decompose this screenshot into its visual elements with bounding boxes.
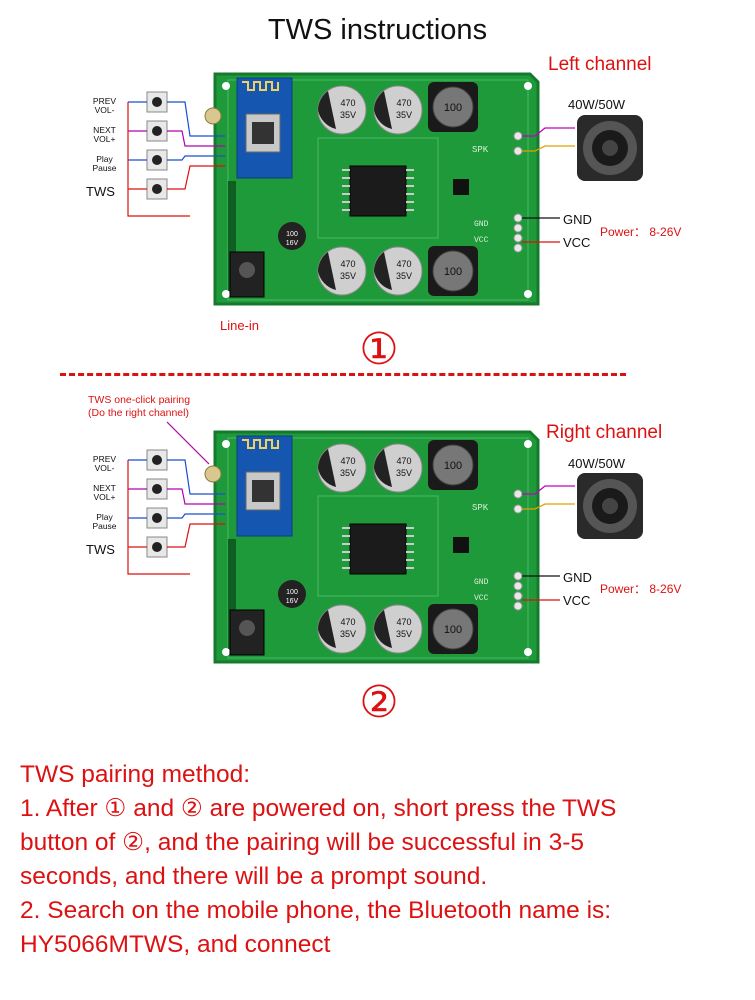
svg-text:35V: 35V: [340, 271, 356, 281]
speaker-icon: [577, 473, 643, 539]
svg-text:100: 100: [444, 624, 462, 636]
tactile-buttons-2: [146, 449, 168, 558]
method-line: seconds, and there will be a prompt soun…: [20, 863, 488, 890]
gnd-label-1: GND: [563, 212, 592, 227]
svg-text:VCC: VCC: [474, 594, 489, 603]
bluetooth-module-2: [236, 435, 293, 537]
speaker-rating-1: 40W/50W: [568, 97, 626, 112]
amplifier-ic-2: [349, 523, 407, 575]
svg-text:100: 100: [444, 460, 462, 472]
pairing-note-pointer: [166, 421, 210, 465]
svg-text:470: 470: [396, 617, 411, 627]
pairing-method-text: TWS pairing method: 1. After ① and ② are…: [20, 758, 740, 962]
method-line: 1. After ① and ② are powered on, short p…: [20, 795, 617, 822]
board-2-illustration: 100 16V 470 35V 470 35V 470 35V 470 35V …: [127, 430, 575, 664]
svg-text:35V: 35V: [396, 271, 412, 281]
svg-text:100: 100: [444, 102, 462, 114]
amplifier-ic-1: [349, 165, 407, 217]
tws-pairing-button: [204, 465, 222, 483]
svg-text:470: 470: [340, 617, 355, 627]
page-title: TWS instructions: [267, 14, 488, 46]
svg-text:35V: 35V: [340, 629, 356, 639]
svg-text:470: 470: [340, 259, 355, 269]
inductors-1: 100 100: [428, 82, 478, 296]
svg-text:GND: GND: [474, 220, 489, 229]
svg-text:100: 100: [286, 231, 298, 238]
bluetooth-module-1: [236, 77, 293, 179]
svg-text:35V: 35V: [396, 629, 412, 639]
svg-text:470: 470: [396, 456, 411, 466]
inductors-2: 100 100: [428, 440, 478, 654]
tactile-buttons-1: [146, 91, 168, 200]
vcc-label-2: VCC: [563, 593, 591, 608]
svg-text:100: 100: [286, 589, 298, 596]
right-channel-label: Right channel: [546, 422, 663, 443]
tws-label-1: TWS: [86, 184, 115, 199]
line-in-label: Line-in: [220, 318, 260, 333]
marker-2: ②: [359, 678, 399, 727]
capacitors-1: 470 35V 470 35V 470 35V 470 35V: [317, 85, 423, 296]
gnd-label-2: GND: [563, 570, 592, 585]
svg-text:SPK: SPK: [472, 145, 489, 155]
marker-1: ①: [359, 325, 399, 374]
svg-text:35V: 35V: [340, 110, 356, 120]
capacitors-2: 470 35V 470 35V 470 35V 470 35V: [317, 443, 423, 654]
svg-text:16V: 16V: [286, 598, 299, 605]
svg-text:470: 470: [396, 98, 411, 108]
svg-text:35V: 35V: [396, 110, 412, 120]
power-label-1: Power： 8-26V: [600, 225, 682, 239]
svg-text:16V: 16V: [286, 240, 299, 247]
board-1-illustration: 100 16V 470 35V 470 35V 470 35V 470 35V …: [127, 72, 575, 306]
svg-text:VCC: VCC: [474, 236, 489, 245]
vcc-label-1: VCC: [563, 235, 591, 250]
svg-text:GND: GND: [474, 578, 489, 587]
left-channel-label: Left channel: [548, 54, 652, 75]
svg-text:470: 470: [340, 98, 355, 108]
svg-text:470: 470: [340, 456, 355, 466]
svg-text:470: 470: [396, 259, 411, 269]
svg-text:100: 100: [444, 266, 462, 278]
method-line: button of ②, and the pairing will be suc…: [20, 829, 585, 856]
power-label-2: Power： 8-26V: [600, 582, 682, 596]
svg-text:35V: 35V: [340, 468, 356, 478]
speaker-rating-2: 40W/50W: [568, 456, 626, 471]
method-line: 2. Search on the mobile phone, the Bluet…: [20, 897, 612, 924]
tws-label-2: TWS: [86, 542, 115, 557]
tws-pairing-note: TWS one-click pairing(Do the right chann…: [88, 394, 191, 419]
svg-text:35V: 35V: [396, 468, 412, 478]
section-divider: [60, 373, 626, 376]
method-heading: TWS pairing method:: [20, 761, 251, 788]
svg-text:SPK: SPK: [472, 503, 489, 513]
speaker-icon: [577, 115, 643, 181]
method-line: HY5066MTWS, and connect: [20, 931, 331, 958]
